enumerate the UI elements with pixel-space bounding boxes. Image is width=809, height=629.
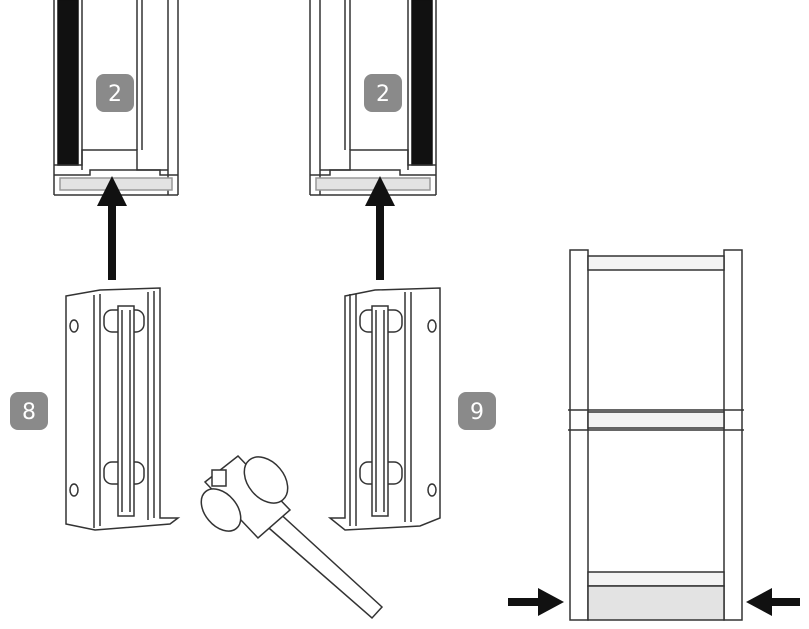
right-foot	[327, 287, 441, 531]
left-foot	[65, 287, 181, 531]
badge-left-foot-label: 8	[22, 400, 36, 425]
arrow-left-icon	[746, 588, 800, 616]
mallet-icon	[200, 454, 384, 620]
arrow-right-icon	[508, 588, 564, 616]
badge-left-profile: 2	[96, 74, 134, 112]
arrow-up-icon	[97, 176, 127, 280]
right-profile	[309, 0, 437, 196]
shelf-frame	[568, 249, 744, 621]
badge-right-profile: 2	[364, 74, 402, 112]
badge-right-foot-label: 9	[470, 400, 484, 425]
badge-left-profile-label: 2	[108, 82, 122, 107]
badge-right-foot: 9	[458, 392, 496, 430]
badge-right-profile-label: 2	[376, 82, 390, 107]
arrow-up-icon	[365, 176, 395, 280]
badge-left-foot: 8	[10, 392, 48, 430]
